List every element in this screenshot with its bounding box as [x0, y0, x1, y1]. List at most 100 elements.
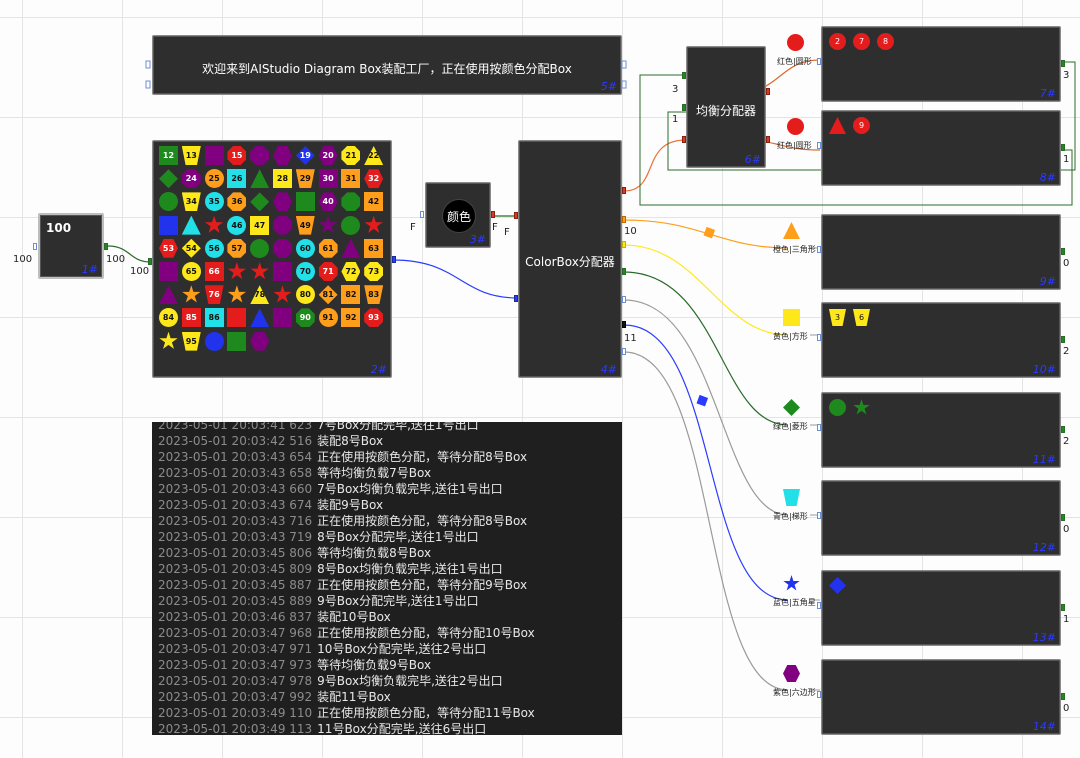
banner-node[interactable]: 欢迎来到AIStudio Diagram Box装配工厂，正在使用按颜色分配Bo… [152, 35, 622, 95]
type-icon [783, 489, 800, 506]
grid-box: 31 [341, 169, 361, 189]
log-message: 9号Box均衡负载完毕,送往2号出口 [317, 674, 503, 688]
grid-box [250, 262, 269, 280]
output-in-port[interactable] [817, 512, 821, 519]
output-in-port[interactable] [817, 58, 821, 65]
color-label: 颜色 [446, 209, 471, 224]
output-box[interactable]: 12# [821, 480, 1061, 556]
distributor-out-cyan[interactable] [622, 296, 626, 303]
balancer-in-port-3[interactable] [682, 136, 686, 143]
distributor-out-blue[interactable] [622, 321, 626, 328]
output-in-port[interactable] [817, 691, 821, 698]
grid-box: 73 [364, 262, 384, 281]
distributor-in-port[interactable] [514, 295, 518, 302]
output-box[interactable]: 9# [821, 214, 1061, 290]
output-in-port[interactable] [817, 602, 821, 609]
grid-box: 86 [204, 308, 224, 328]
type-label: 紫色|六边形 [773, 688, 816, 697]
log-message: 正在使用按颜色分配，等待分配8号Box [317, 450, 528, 464]
output-in-port[interactable] [817, 246, 821, 253]
output-out-port[interactable] [1061, 60, 1065, 67]
output-box[interactable]: 14# [821, 659, 1061, 735]
output-in-port[interactable] [817, 142, 821, 149]
grid-box: 19 [295, 146, 315, 165]
distributor-out-red[interactable] [622, 187, 626, 194]
grid-box: 42 [364, 192, 384, 212]
output-out-port[interactable] [1061, 426, 1065, 433]
balancer-out-port-2[interactable] [766, 136, 770, 143]
output-count: 3 [1063, 70, 1070, 81]
banner-text: 欢迎来到AIStudio Diagram Box装配工厂，正在使用按颜色分配Bo… [202, 62, 572, 76]
type-icon [783, 665, 800, 682]
distributor-color-port[interactable] [514, 212, 518, 219]
input-out-port[interactable] [104, 243, 108, 250]
balancer-node[interactable]: 均衡分配器 6# [686, 46, 766, 168]
output-box[interactable]: 13# [821, 570, 1061, 646]
grid-box: 84 [159, 308, 178, 328]
grid-box: 34 [181, 192, 201, 212]
output-box[interactable]: 11# [821, 392, 1061, 468]
distributor-out-green[interactable] [622, 268, 626, 275]
grid-box: 71 [318, 262, 338, 281]
output-out-port[interactable] [1061, 248, 1065, 255]
color-node[interactable]: 颜色 3# [425, 182, 491, 248]
log-message: 11号Box分配完毕,送往6号出口 [317, 722, 487, 735]
grid-box [182, 285, 201, 303]
output-item: 9 [853, 117, 870, 134]
grid-box: 54 [181, 238, 201, 258]
grid-box: 70 [295, 262, 315, 281]
output-out-port[interactable] [1061, 514, 1065, 521]
output-out-port[interactable] [1061, 604, 1065, 611]
grid-box [250, 331, 270, 351]
grid-box [273, 308, 292, 328]
output-in-port[interactable] [817, 424, 821, 431]
grid-out-port[interactable] [392, 256, 396, 263]
distributor-out-purple[interactable] [622, 348, 626, 355]
type-label: 红色|圆形 [777, 141, 812, 150]
color-out-port[interactable] [491, 211, 495, 218]
grid-box: 35 [204, 192, 224, 212]
distributor-out-orange[interactable] [622, 216, 626, 223]
grid-box: 15 [227, 146, 247, 165]
grid-box [250, 169, 270, 189]
input-node[interactable]: 100 1# [38, 213, 104, 279]
banner-id: 5# [600, 80, 617, 93]
balancer-out-port-1[interactable] [766, 88, 770, 95]
balancer-in-port-2[interactable] [682, 104, 686, 111]
output-out-port[interactable] [1061, 144, 1065, 151]
grid-box: 90 [295, 308, 315, 328]
output-out-port[interactable] [1061, 693, 1065, 700]
grid-box [273, 215, 292, 235]
type-label: 蓝色|五角星 [773, 598, 816, 607]
grid-box: 61 [318, 238, 338, 258]
grid-box: 78 [250, 285, 270, 305]
input-in-label: 100 [13, 254, 33, 265]
log-timestamp: 2023-05-01 20:03:47 971 [158, 642, 313, 656]
balancer-in-port-1[interactable] [682, 72, 686, 79]
grid-box [318, 215, 338, 233]
output-count: 2 [1063, 346, 1070, 357]
grid-in-port[interactable] [148, 258, 152, 265]
grid-box: 66 [204, 262, 224, 281]
wire-blue [623, 324, 789, 601]
grid-box [295, 192, 315, 212]
output-in-port[interactable] [817, 334, 821, 341]
grid-box [227, 308, 247, 328]
grid-box: 83 [364, 285, 384, 305]
output-out-port[interactable] [1061, 336, 1065, 343]
grid-in-label: 100 [130, 266, 150, 277]
distributor-node[interactable]: ColorBox分配器 4# [518, 140, 622, 378]
color-in-port[interactable] [420, 211, 424, 218]
output-item [829, 399, 846, 416]
input-in-port[interactable] [33, 243, 37, 250]
grid-box: 82 [341, 285, 361, 305]
distributor-out-yellow[interactable] [622, 241, 626, 248]
